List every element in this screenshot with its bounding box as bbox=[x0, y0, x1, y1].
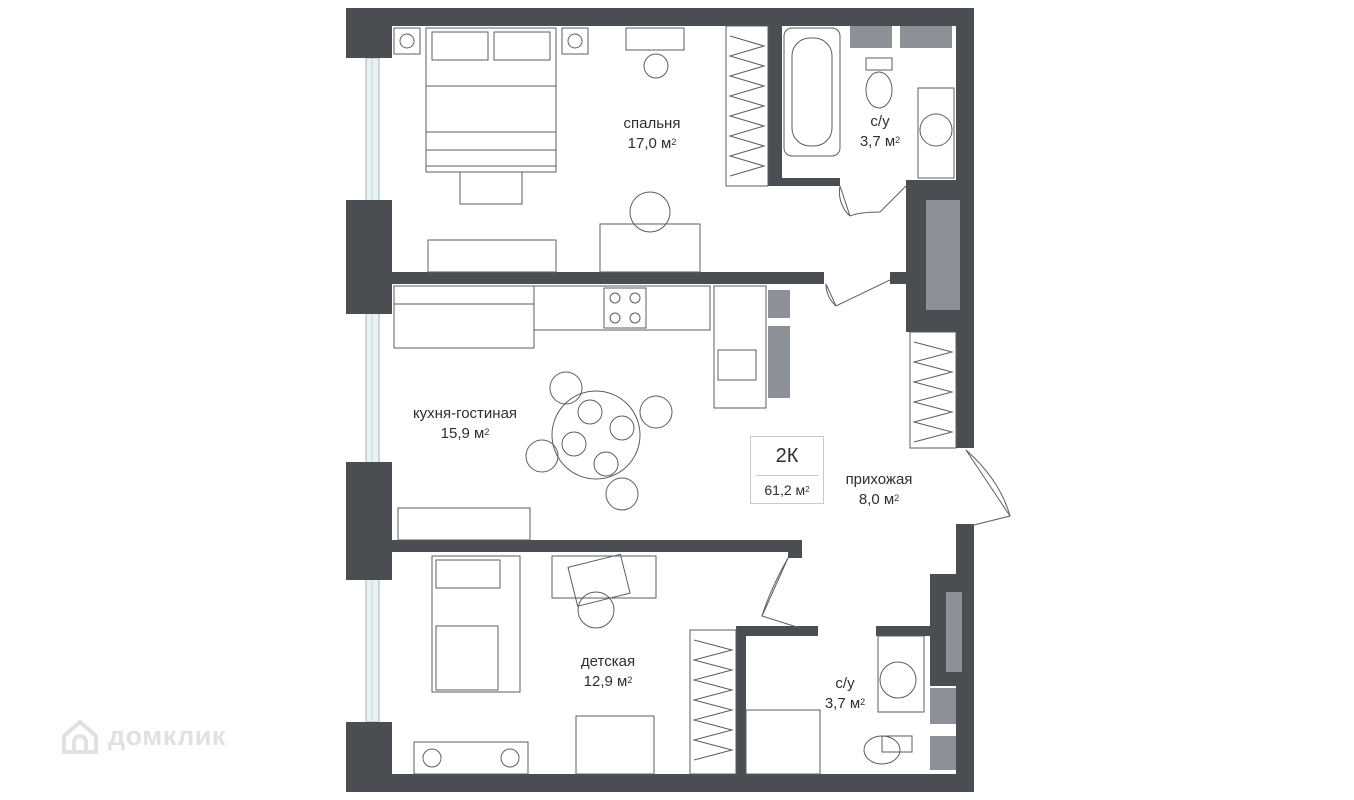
room-label-kitchen-living: кухня-гостиная 15,9 м2 bbox=[382, 404, 548, 444]
room-label-bedroom: спальня 17,0 м2 bbox=[596, 114, 708, 154]
living-furniture bbox=[393, 285, 767, 541]
room-area: 15,9 м2 bbox=[440, 425, 490, 442]
glass-panels bbox=[768, 26, 962, 770]
kids-furniture bbox=[413, 553, 657, 775]
room-area: 17,0 м2 bbox=[627, 135, 677, 152]
room-label-kids-room: детская 12,9 м2 bbox=[558, 652, 658, 692]
room-area: 8,0 м2 bbox=[858, 491, 900, 508]
room-name: с/у bbox=[835, 675, 855, 692]
wardrobes bbox=[689, 25, 957, 775]
apartment-type: 2К bbox=[775, 445, 799, 467]
domclick-watermark: домклик bbox=[60, 714, 226, 758]
room-label-bathroom-top: с/у 3,7 м2 bbox=[832, 112, 928, 152]
watermark-text: домклик bbox=[108, 720, 226, 751]
room-name: кухня-гостиная bbox=[412, 405, 518, 422]
bathroom-fixtures bbox=[745, 27, 955, 775]
apartment-summary-badge: 2К 61,2 м2 bbox=[750, 436, 824, 504]
room-name: с/у bbox=[870, 113, 890, 130]
window-strip bbox=[365, 57, 380, 723]
room-name: спальня bbox=[623, 115, 681, 132]
apartment-total-area: 61,2 м2 bbox=[764, 482, 810, 498]
room-label-bathroom-bottom: с/у 3,7 м2 bbox=[800, 674, 890, 714]
room-name: прихожая bbox=[845, 471, 913, 488]
bedroom-furniture bbox=[393, 27, 701, 273]
room-label-hallway: прихожая 8,0 м2 bbox=[826, 470, 932, 510]
room-area: 12,9 м2 bbox=[583, 673, 633, 690]
house-logo-icon bbox=[62, 720, 98, 754]
room-area: 3,7 м2 bbox=[859, 133, 901, 150]
door-swings bbox=[761, 185, 1011, 629]
badge-divider bbox=[756, 475, 818, 476]
room-name: детская bbox=[580, 653, 636, 670]
room-area: 3,7 м2 bbox=[824, 695, 866, 712]
